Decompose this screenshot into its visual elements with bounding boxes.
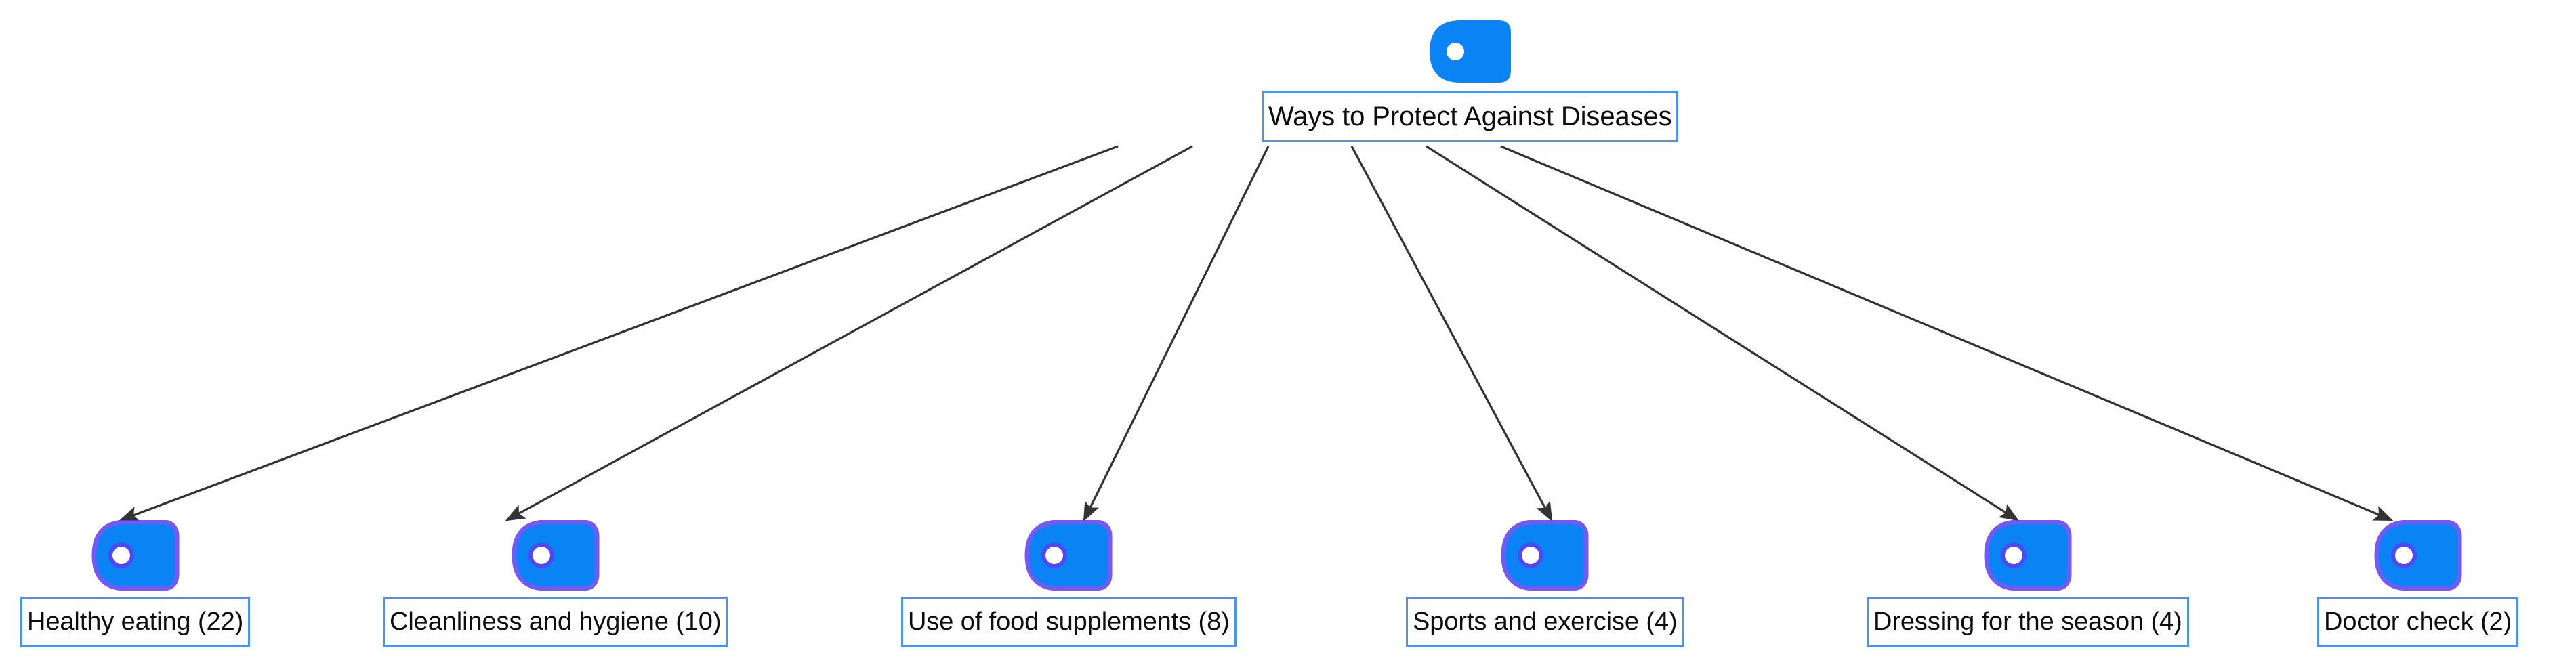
- leaf-label: Cleanliness and hygiene (10): [390, 607, 722, 636]
- tag-icon: [91, 520, 180, 591]
- leaf-node-sports-and-exercise[interactable]: Sports and exercise (4): [1406, 520, 1684, 647]
- leaf-icon-wrap: [89, 520, 182, 591]
- leaf-node-doctor-check[interactable]: Doctor check (2): [2317, 520, 2519, 647]
- tag-icon: [1984, 520, 2072, 591]
- edge-to-cleanliness-and-hygiene: [505, 145, 1193, 521]
- root-node[interactable]: Ways to Protect Against Diseases: [1262, 19, 1678, 142]
- tag-icon: [1429, 20, 1511, 83]
- leaf-icon-wrap: [2372, 520, 2464, 591]
- root-label-box[interactable]: Ways to Protect Against Diseases: [1262, 91, 1678, 142]
- edge-to-dressing-for-the-season: [1426, 145, 2020, 521]
- leaf-label-box[interactable]: Dressing for the season (4): [1867, 597, 2189, 647]
- leaf-label: Healthy eating (22): [27, 607, 244, 636]
- tag-icon: [512, 520, 600, 591]
- tag-icon: [1024, 520, 1113, 591]
- leaf-node-cleanliness-and-hygiene[interactable]: Cleanliness and hygiene (10): [383, 520, 728, 647]
- leaf-label-box[interactable]: Doctor check (2): [2317, 597, 2519, 647]
- leaf-label-box[interactable]: Sports and exercise (4): [1406, 597, 1684, 647]
- leaf-label: Sports and exercise (4): [1413, 607, 1678, 636]
- leaf-icon-wrap: [1499, 520, 1591, 591]
- leaf-label: Dressing for the season (4): [1873, 607, 2182, 636]
- edge-to-sports-and-exercise: [1350, 146, 1553, 522]
- leaf-label-box[interactable]: Use of food supplements (8): [901, 597, 1237, 647]
- edge-to-use-of-food-supplements: [1083, 146, 1270, 522]
- leaf-icon-wrap: [510, 520, 602, 591]
- leaf-label: Use of food supplements (8): [908, 607, 1230, 636]
- leaf-label-box[interactable]: Healthy eating (22): [20, 597, 251, 647]
- root-label: Ways to Protect Against Diseases: [1268, 101, 1672, 131]
- leaf-node-healthy-eating[interactable]: Healthy eating (22): [20, 520, 251, 647]
- leaf-icon-wrap: [1022, 520, 1115, 591]
- tag-icon: [1501, 520, 1589, 591]
- leaf-label: Doctor check (2): [2324, 607, 2512, 636]
- leaf-icon-wrap: [1982, 520, 2074, 591]
- tag-icon: [2374, 520, 2462, 591]
- edge-to-healthy-eating: [119, 145, 1119, 521]
- leaf-node-use-of-food-supplements[interactable]: Use of food supplements (8): [901, 520, 1237, 647]
- edge-to-doctor-check: [1500, 145, 2394, 521]
- root-icon-wrap: [1428, 19, 1512, 84]
- leaf-label-box[interactable]: Cleanliness and hygiene (10): [383, 597, 728, 647]
- leaf-node-dressing-for-the-season[interactable]: Dressing for the season (4): [1867, 520, 2189, 647]
